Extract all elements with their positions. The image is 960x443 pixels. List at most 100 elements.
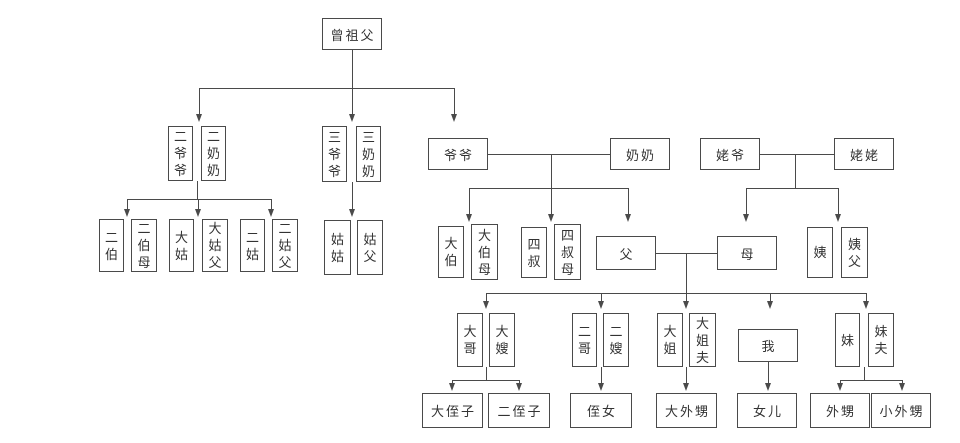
family-node-third-grandma: 三奶奶: [356, 126, 381, 182]
connector-arrow-shaft: [840, 380, 841, 385]
connector-line: [488, 154, 611, 155]
node-label-maternal-grandpa: 姥爷: [715, 147, 746, 163]
family-node-second-grandma: 二奶奶: [201, 126, 226, 181]
family-node-eldest-aunt: 大姑: [169, 219, 194, 272]
family-node-fourth-uncle: 四叔: [521, 227, 547, 278]
connector-arrow-shaft: [770, 293, 771, 303]
node-label-sororal-nephew: 外甥: [825, 404, 856, 419]
connector-arrow-shaft: [601, 293, 602, 303]
connector-arrow-shaft: [838, 188, 839, 216]
connector-line: [452, 380, 520, 381]
node-label-eldest-uncle: 大伯: [444, 236, 458, 268]
arrowhead-down-icon: [683, 383, 689, 391]
arrowhead-down-icon: [899, 383, 905, 391]
connector-line: [746, 188, 839, 189]
connector-arrow-shaft: [686, 367, 687, 385]
arrowhead-down-icon: [683, 301, 689, 309]
connector-line: [551, 154, 552, 189]
connector-arrow-shaft: [452, 380, 453, 385]
node-label-grandma: 奶奶: [625, 147, 656, 163]
family-node-eldest-uncle-wife: 大伯母: [471, 224, 498, 280]
node-label-younger-sister-husband: 妹夫: [874, 324, 888, 356]
connector-arrow-shaft: [198, 199, 199, 211]
node-label-eldest-sister: 大姐: [663, 324, 677, 356]
family-node-me: 我: [738, 329, 798, 362]
connector-arrow-shaft: [628, 188, 629, 216]
connector-line: [469, 188, 629, 189]
connector-arrow-shaft: [352, 182, 353, 211]
node-label-eldest-aunt: 大姑: [175, 229, 189, 262]
connector-arrow-shaft: [454, 88, 455, 116]
connector-line: [486, 293, 867, 294]
arrowhead-down-icon: [349, 114, 355, 122]
connector-arrow-shaft: [519, 380, 520, 385]
connector-arrow-shaft: [469, 188, 470, 216]
family-node-eldest-brother-wife: 大嫂: [489, 313, 515, 367]
arrowhead-down-icon: [767, 301, 773, 309]
arrowhead-down-icon: [598, 301, 604, 309]
connector-arrow-shaft: [551, 188, 552, 216]
node-label-fourth-uncle-wife: 四叔母: [561, 227, 575, 277]
arrowhead-down-icon: [516, 383, 522, 391]
connector-line: [686, 253, 687, 294]
connector-arrow-shaft: [866, 293, 867, 303]
node-label-daughter: 女儿: [752, 404, 783, 419]
family-node-father: 父: [596, 236, 656, 270]
node-label-maternal-grandma: 姥姥: [849, 147, 880, 163]
family-node-second-aunt-husband: 二姑父: [272, 219, 298, 272]
node-label-maternal-aunt-husband: 姨父: [848, 236, 862, 269]
arrowhead-down-icon: [835, 214, 841, 222]
connector-arrow-shaft: [199, 88, 200, 116]
node-label-little-sororal-nephew: 小外甥: [879, 404, 925, 419]
node-label-eldest-uncle-wife: 大伯母: [478, 227, 492, 277]
family-node-maternal-aunt: 姨: [807, 227, 833, 278]
family-node-eldest-nephew: 大侄子: [422, 393, 483, 428]
family-node-grandpa: 爷爷: [428, 138, 488, 170]
family-node-eldest-sister-husband: 大姐夫: [689, 313, 716, 367]
node-label-second-brother-wife: 二嫂: [609, 324, 623, 356]
arrowhead-down-icon: [743, 214, 749, 222]
family-node-daughter: 女儿: [737, 393, 797, 428]
arrowhead-down-icon: [466, 214, 472, 222]
connector-arrow-shaft: [486, 293, 487, 303]
node-label-mother: 母: [740, 246, 756, 262]
family-node-little-sororal-nephew: 小外甥: [871, 393, 931, 428]
family-node-second-uncle-wife: 二伯母: [131, 219, 157, 272]
node-label-eldest-brother-wife: 大嫂: [495, 324, 509, 356]
arrowhead-down-icon: [483, 301, 489, 309]
arrowhead-down-icon: [195, 209, 201, 217]
arrowhead-down-icon: [837, 383, 843, 391]
family-node-second-nephew: 二侄子: [488, 393, 550, 428]
node-label-second-brother: 二哥: [578, 324, 592, 356]
connector-arrow-shaft: [127, 199, 128, 211]
node-label-grandpa: 爷爷: [443, 147, 474, 163]
node-label-great-grandfather: 曾祖父: [330, 27, 376, 43]
family-node-aunt-gugu-husband: 姑父: [357, 220, 383, 275]
connector-line: [864, 367, 865, 381]
connector-line: [197, 181, 198, 200]
family-node-second-brother-wife: 二嫂: [603, 313, 629, 367]
node-label-third-grandma: 三奶奶: [362, 129, 376, 179]
arrowhead-down-icon: [598, 383, 604, 391]
family-node-eldest-uncle: 大伯: [438, 226, 464, 278]
family-node-younger-sister: 妹: [835, 313, 860, 367]
connector-arrow-shaft: [601, 367, 602, 385]
connector-line: [656, 253, 718, 254]
connector-arrow-shaft: [352, 88, 353, 116]
arrowhead-down-icon: [625, 214, 631, 222]
family-node-second-grandpa: 二爷爷: [168, 126, 193, 181]
family-node-fourth-uncle-wife: 四叔母: [554, 224, 581, 280]
node-label-younger-sister: 妹: [841, 332, 855, 348]
node-label-second-uncle: 二伯: [105, 229, 119, 262]
connector-arrow-shaft: [271, 199, 272, 211]
node-label-father: 父: [619, 246, 635, 262]
node-label-second-grandma: 二奶奶: [207, 129, 221, 178]
node-label-niece: 侄女: [586, 404, 617, 419]
family-node-mother: 母: [717, 236, 777, 270]
arrowhead-down-icon: [196, 114, 202, 122]
node-label-second-aunt: 二姑: [246, 229, 260, 262]
family-node-aunt-gugu: 姑姑: [324, 220, 351, 275]
family-node-maternal-aunt-husband: 姨父: [841, 227, 868, 278]
arrowhead-down-icon: [449, 383, 455, 391]
family-node-eldest-aunt-husband: 大姑父: [202, 219, 228, 272]
